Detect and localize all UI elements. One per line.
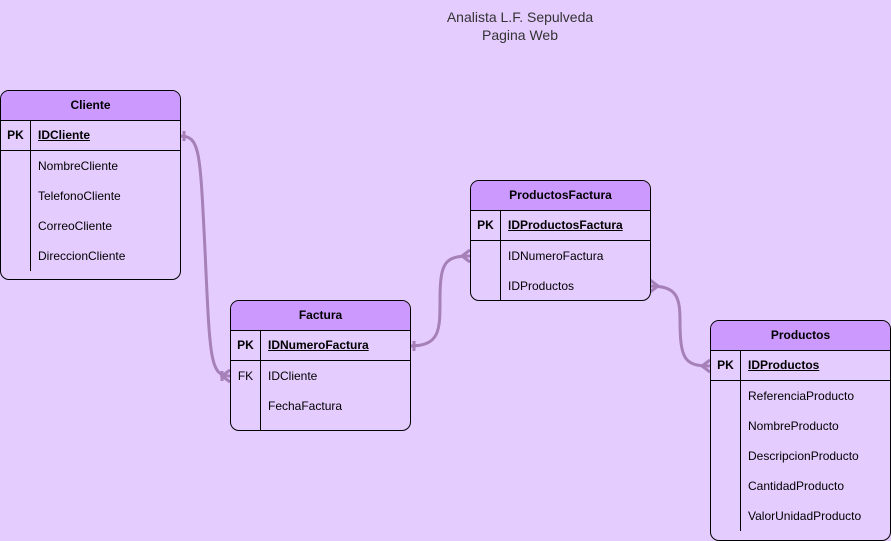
field-name: NombreCliente xyxy=(38,159,119,173)
pk-field: IDCliente xyxy=(38,128,91,142)
field-row[interactable]: NombreProducto xyxy=(711,411,890,441)
entity-productosfactura[interactable]: ProductosFactura PK IDProductosFactura I… xyxy=(470,180,651,301)
entity-productos[interactable]: Productos PK IDProductos ReferenciaProdu… xyxy=(710,320,891,541)
column-divider xyxy=(30,241,31,271)
field-row[interactable]: DescripcionProducto xyxy=(711,441,890,471)
field-name: NombreProducto xyxy=(748,419,839,433)
column-divider xyxy=(740,411,741,441)
field-row[interactable]: DireccionCliente xyxy=(1,241,180,271)
column-divider xyxy=(260,421,261,430)
entity-title: ProductosFactura xyxy=(471,181,650,211)
field-name: CorreoCliente xyxy=(38,219,113,233)
column-divider xyxy=(740,471,741,501)
field-row[interactable]: ReferenciaProducto xyxy=(711,381,890,411)
entity-title: Productos xyxy=(711,321,890,351)
entity-title: Factura xyxy=(231,301,410,331)
column-divider xyxy=(30,121,31,150)
field-row[interactable]: IDNumeroFactura xyxy=(471,241,650,271)
fk-row[interactable]: FK IDCliente xyxy=(231,361,410,391)
field-name: ReferenciaProducto xyxy=(748,389,855,403)
field-name: ValorUnidadProducto xyxy=(748,509,862,523)
column-divider xyxy=(500,211,501,240)
pk-field: IDProductosFactura xyxy=(508,218,623,232)
column-divider xyxy=(260,331,261,360)
column-divider xyxy=(740,381,741,411)
pk-field: IDNumeroFactura xyxy=(268,338,369,352)
column-divider xyxy=(260,391,261,421)
field-row[interactable]: NombreCliente xyxy=(1,151,180,181)
connector-cliente-factura[interactable] xyxy=(179,134,231,378)
many-marker xyxy=(459,248,471,264)
column-divider xyxy=(30,211,31,241)
entity-factura[interactable]: Factura PK IDNumeroFactura FK IDCliente … xyxy=(230,300,411,431)
field-row[interactable]: TelefonoCliente xyxy=(1,181,180,211)
field-name: DescripcionProducto xyxy=(748,449,859,463)
field-name: FechaFactura xyxy=(268,399,343,413)
pk-label: PK xyxy=(717,358,734,372)
column-divider xyxy=(500,241,501,271)
field-name: TelefonoCliente xyxy=(38,189,121,203)
pk-label: PK xyxy=(477,218,494,232)
pk-field: IDProductos xyxy=(748,358,820,372)
column-divider xyxy=(30,151,31,181)
field-name: IDProductos xyxy=(508,279,575,293)
field-name: CantidadProducto xyxy=(748,479,845,493)
pk-label: PK xyxy=(237,338,254,352)
many-marker xyxy=(219,368,231,384)
column-divider xyxy=(500,271,501,300)
column-divider xyxy=(260,361,261,391)
caption-subtitle: Pagina Web xyxy=(481,27,558,43)
column-divider xyxy=(740,351,741,380)
pk-row[interactable]: PK IDProductos xyxy=(711,351,890,381)
field-row xyxy=(231,421,410,430)
pk-row[interactable]: PK IDNumeroFactura xyxy=(231,331,410,361)
connector-productosfactura-productos[interactable] xyxy=(649,284,711,368)
many-marker xyxy=(699,358,711,374)
diagram-caption: Analista L.F. Sepulveda Pagina Web xyxy=(400,8,640,44)
connector-factura-productosfactura[interactable] xyxy=(409,254,471,348)
field-name: IDCliente xyxy=(268,369,318,383)
pk-row[interactable]: PK IDCliente xyxy=(1,121,180,151)
field-name: IDNumeroFactura xyxy=(508,249,604,263)
caption-author: Analista L.F. Sepulveda xyxy=(446,9,594,25)
field-row[interactable]: IDProductos xyxy=(471,271,650,300)
field-row[interactable]: ValorUnidadProducto xyxy=(711,501,890,531)
field-row[interactable]: FechaFactura xyxy=(231,391,410,421)
entity-cliente[interactable]: Cliente PK IDCliente NombreCliente Telef… xyxy=(0,90,181,280)
column-divider xyxy=(740,501,741,531)
column-divider xyxy=(740,441,741,471)
fk-label: FK xyxy=(237,369,254,383)
pk-row[interactable]: PK IDProductosFactura xyxy=(471,211,650,241)
field-row[interactable]: CorreoCliente xyxy=(1,211,180,241)
column-divider xyxy=(30,181,31,211)
many-marker xyxy=(649,278,661,294)
field-row[interactable]: CantidadProducto xyxy=(711,471,890,501)
field-name: DireccionCliente xyxy=(38,249,126,263)
pk-label: PK xyxy=(7,128,24,142)
entity-title: Cliente xyxy=(1,91,180,121)
